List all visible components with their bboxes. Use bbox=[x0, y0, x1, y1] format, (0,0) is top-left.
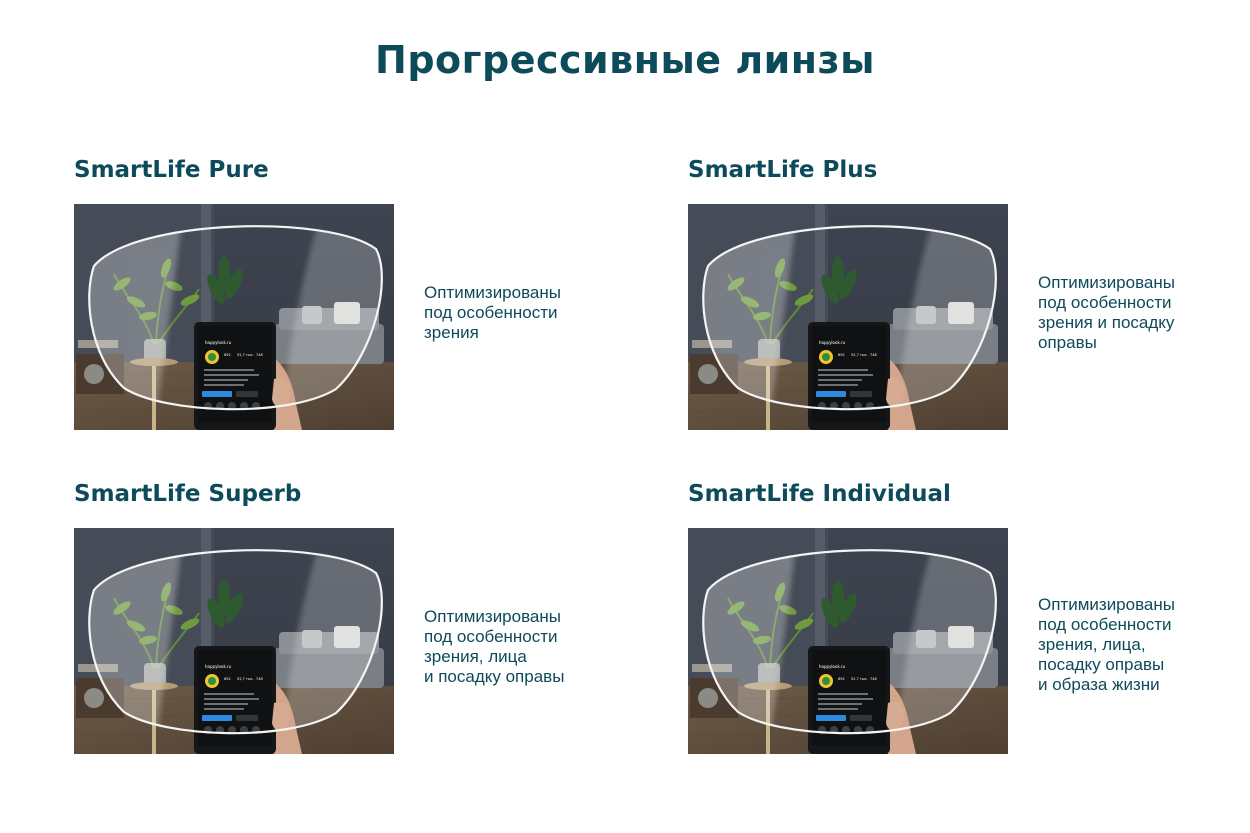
svg-text:692: 692 bbox=[224, 677, 231, 681]
svg-text:happylook.ru: happylook.ru bbox=[205, 340, 232, 345]
lens-title: SmartLife Individual bbox=[688, 481, 951, 507]
lens-card-plus: SmartLife Plus bbox=[688, 157, 1248, 457]
lens-description: Оптимизированы под особенности зрения, л… bbox=[1038, 595, 1175, 694]
lens-description: Оптимизированы под особенности зрения bbox=[424, 283, 561, 342]
svg-text:52,7 тыс.: 52,7 тыс. bbox=[237, 677, 254, 681]
svg-text:happylook.ru: happylook.ru bbox=[205, 664, 232, 669]
svg-text:748: 748 bbox=[256, 353, 263, 357]
svg-text:692: 692 bbox=[224, 353, 231, 357]
lens-card-superb: SmartLife Superb bbox=[74, 481, 634, 781]
lens-illustration: happylook.ru 692 52,7 тыс. 748 bbox=[688, 204, 1008, 430]
lens-illustration: happylook.ru 692 52,7 тыс. 748 bbox=[74, 528, 394, 754]
svg-text:748: 748 bbox=[256, 677, 263, 681]
svg-text:692: 692 bbox=[838, 353, 845, 357]
lens-title: SmartLife Plus bbox=[688, 157, 878, 183]
lens-description: Оптимизированы под особенности зрения и … bbox=[1038, 273, 1175, 352]
svg-text:52,7 тыс.: 52,7 тыс. bbox=[237, 353, 254, 357]
lens-illustration: happylook.ru 692 52,7 тыс. 748 bbox=[688, 528, 1008, 754]
lens-card-pure: SmartLife Pure bbox=[74, 157, 634, 457]
lens-card-individual: SmartLife Individual bbox=[688, 481, 1248, 781]
svg-text:748: 748 bbox=[870, 353, 877, 357]
lens-illustration: happylook.ru 692 52,7 тыс. 748 bbox=[74, 204, 394, 430]
lens-title: SmartLife Superb bbox=[74, 481, 302, 507]
svg-text:happylook.ru: happylook.ru bbox=[819, 664, 846, 669]
svg-text:52,7 тыс.: 52,7 тыс. bbox=[851, 353, 868, 357]
svg-text:happylook.ru: happylook.ru bbox=[819, 340, 846, 345]
svg-text:52,7 тыс.: 52,7 тыс. bbox=[851, 677, 868, 681]
lens-title: SmartLife Pure bbox=[74, 157, 269, 183]
svg-text:748: 748 bbox=[870, 677, 877, 681]
page-title: Прогрессивные линзы bbox=[375, 38, 875, 82]
svg-text:692: 692 bbox=[838, 677, 845, 681]
lens-description: Оптимизированы под особенности зрения, л… bbox=[424, 607, 565, 686]
